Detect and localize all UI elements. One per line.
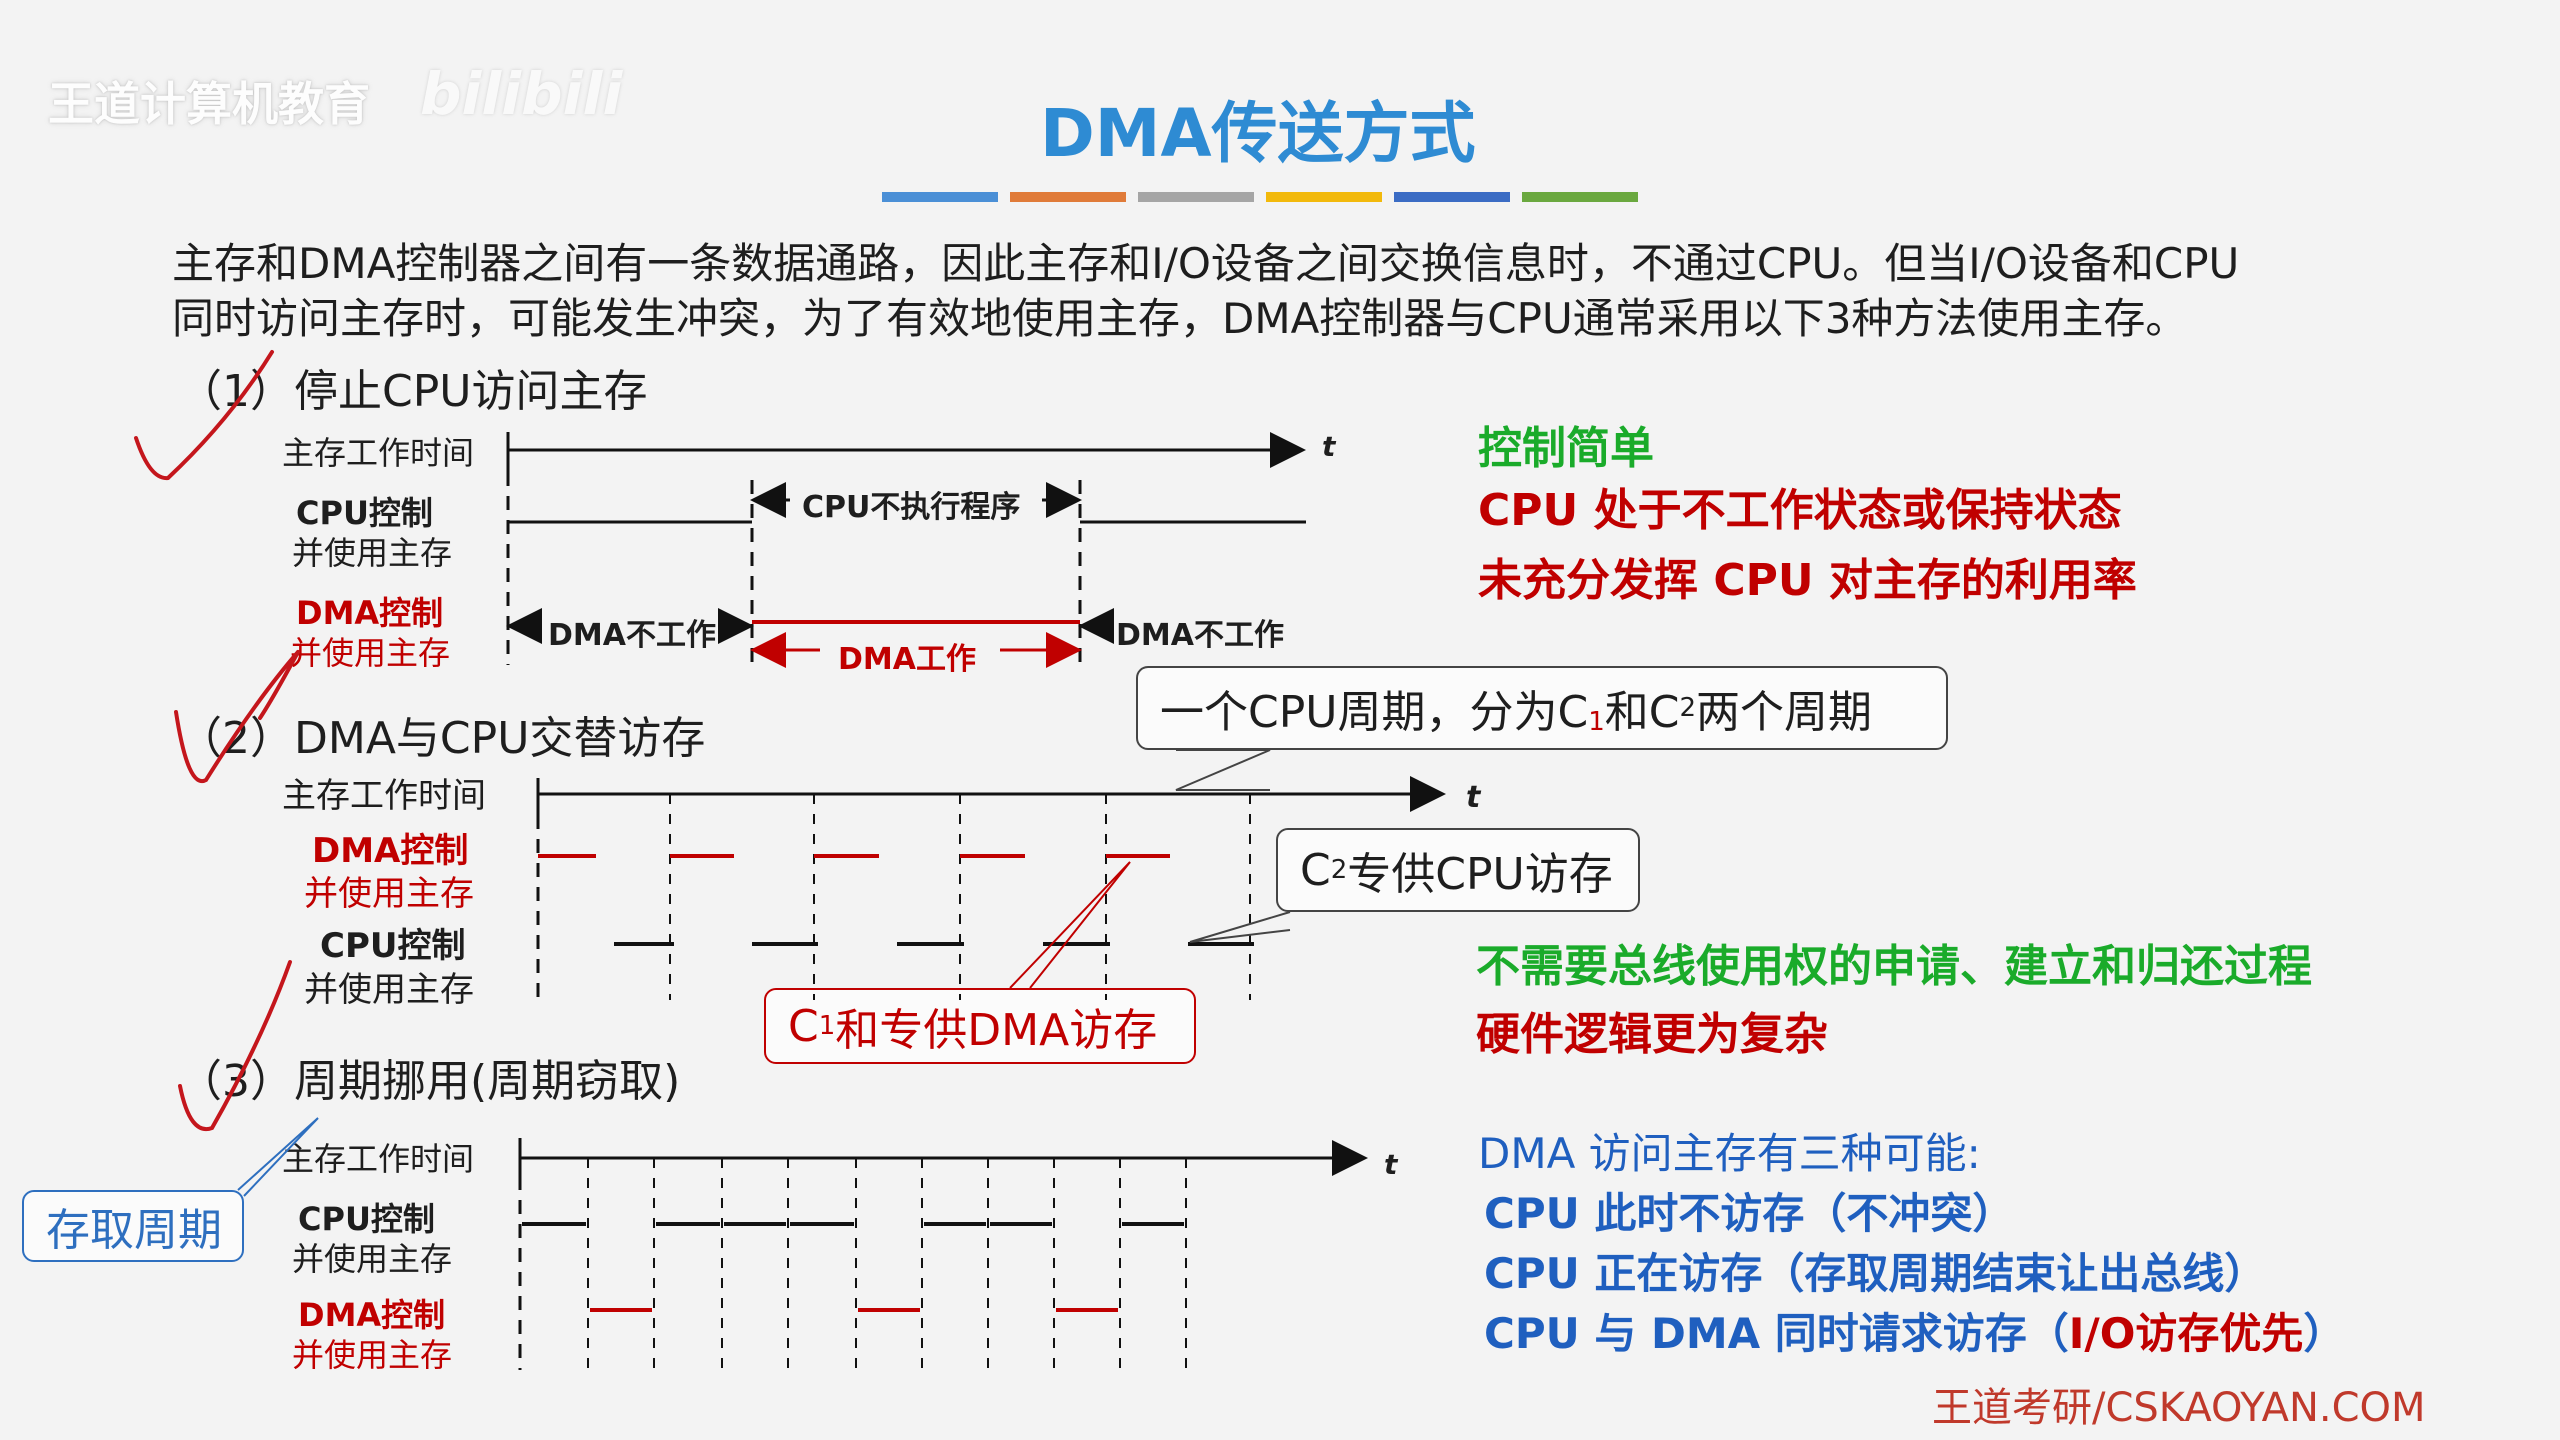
check-mark-2-tail xyxy=(258,650,300,720)
m1-note-cpu-state: CPU 处于不工作状态或保持状态 xyxy=(1478,485,2122,536)
m3-row-dma-label-1: DMA控制 xyxy=(298,1296,446,1334)
m1-row-cpu-label-1: CPU控制 xyxy=(296,494,433,532)
title-bar-segment xyxy=(1010,192,1126,202)
title-bar-segment xyxy=(1266,192,1382,202)
m3-note-title: DMA 访问主存有三种可能: xyxy=(1478,1129,1981,1178)
m1-cpu-idle-label: CPU不执行程序 xyxy=(802,490,1021,525)
check-mark-1 xyxy=(134,350,274,481)
callout-cycle-pointer xyxy=(1175,749,1271,791)
m1-row-dma-label-2: 并使用主存 xyxy=(290,634,451,672)
method1-diagram xyxy=(506,432,1306,668)
title-color-bar xyxy=(882,192,1638,202)
m3-t-axis-label: t xyxy=(1384,1148,1398,1181)
m3-note-io-priority: I/O访存优先 xyxy=(2068,1309,2304,1358)
check-mark-3 xyxy=(178,960,292,1132)
m1-dma-off-left-label: DMA不工作 xyxy=(548,618,716,653)
m2-t-axis-label: t xyxy=(1466,780,1481,815)
m1-t-axis-label: t xyxy=(1322,430,1336,463)
m1-row-dma-label-1: DMA控制 xyxy=(296,594,444,632)
m3-row-cpu-label-2: 并使用主存 xyxy=(292,1240,453,1278)
m1-note-simple: 控制简单 xyxy=(1478,423,1654,474)
title-bar-segment xyxy=(1138,192,1254,202)
footer-brand: 王道考研/CSKAOYAN.COM xyxy=(1932,1385,2426,1431)
m2-row-cpu-label-1: CPU控制 xyxy=(320,926,466,966)
m3-row-mem-label: 主存工作时间 xyxy=(282,1140,475,1178)
title-bar-segment xyxy=(1522,192,1638,202)
callout-access-cycle: 存取周期 xyxy=(22,1190,244,1262)
m3-note-cpu-busy: CPU 正在访存（存取周期结束让出总线） xyxy=(1484,1249,2267,1298)
m1-row-cpu-label-2: 并使用主存 xyxy=(292,534,453,572)
m2-row-dma-label-2: 并使用主存 xyxy=(304,874,474,914)
m2-row-cpu-label-2: 并使用主存 xyxy=(304,970,474,1010)
title-bar-segment xyxy=(882,192,998,202)
callout-access-pointer xyxy=(237,1117,319,1197)
callout-c1-pointer xyxy=(1009,861,1131,989)
page-title: DMA传送方式 xyxy=(1040,95,1476,172)
bilibili-logo: bilibili xyxy=(420,60,623,128)
m2-row-mem-label: 主存工作时间 xyxy=(282,776,486,816)
callout-c2-pointer xyxy=(1189,911,1291,943)
method2-heading: （2）DMA与CPU交替访存 xyxy=(178,713,706,764)
m2-note-no-bus-request: 不需要总线使用权的申请、建立和归还过程 xyxy=(1476,941,2312,992)
m2-row-dma-label-1: DMA控制 xyxy=(312,831,469,871)
m3-row-dma-label-2: 并使用主存 xyxy=(292,1336,453,1374)
m1-dma-off-right-label: DMA不工作 xyxy=(1116,618,1284,653)
intro-line-1: 主存和DMA控制器之间有一条数据通路，因此主存和I/O设备之间交换信息时，不通过… xyxy=(172,239,2240,288)
title-bar-segment xyxy=(1394,192,1510,202)
m3-note-no-conflict: CPU 此时不访存（不冲突） xyxy=(1484,1189,2015,1238)
m1-dma-on-label: DMA工作 xyxy=(838,642,976,677)
check-marks xyxy=(134,350,300,1132)
check-mark-2 xyxy=(174,650,300,784)
method3-diagram xyxy=(237,1117,1368,1370)
m1-row-mem-label: 主存工作时间 xyxy=(282,434,475,472)
m2-note-complex-logic: 硬件逻辑更为复杂 xyxy=(1476,1009,1828,1060)
m3-note-simultaneous: CPU 与 DMA 同时请求访存（I/O访存优先） xyxy=(1484,1309,2346,1358)
m3-row-cpu-label-1: CPU控制 xyxy=(298,1200,435,1238)
m1-note-underuse: 未充分发挥 CPU 对主存的利用率 xyxy=(1478,555,2137,606)
intro-line-2: 同时访问主存时，可能发生冲突，为了有效地使用主存，DMA控制器与CPU通常采用以… xyxy=(172,294,2188,343)
watermark: 王道计算机教育 xyxy=(48,77,370,131)
method2-diagram xyxy=(536,749,1446,1000)
method3-heading: （3）周期挪用(周期窃取) xyxy=(178,1056,681,1107)
